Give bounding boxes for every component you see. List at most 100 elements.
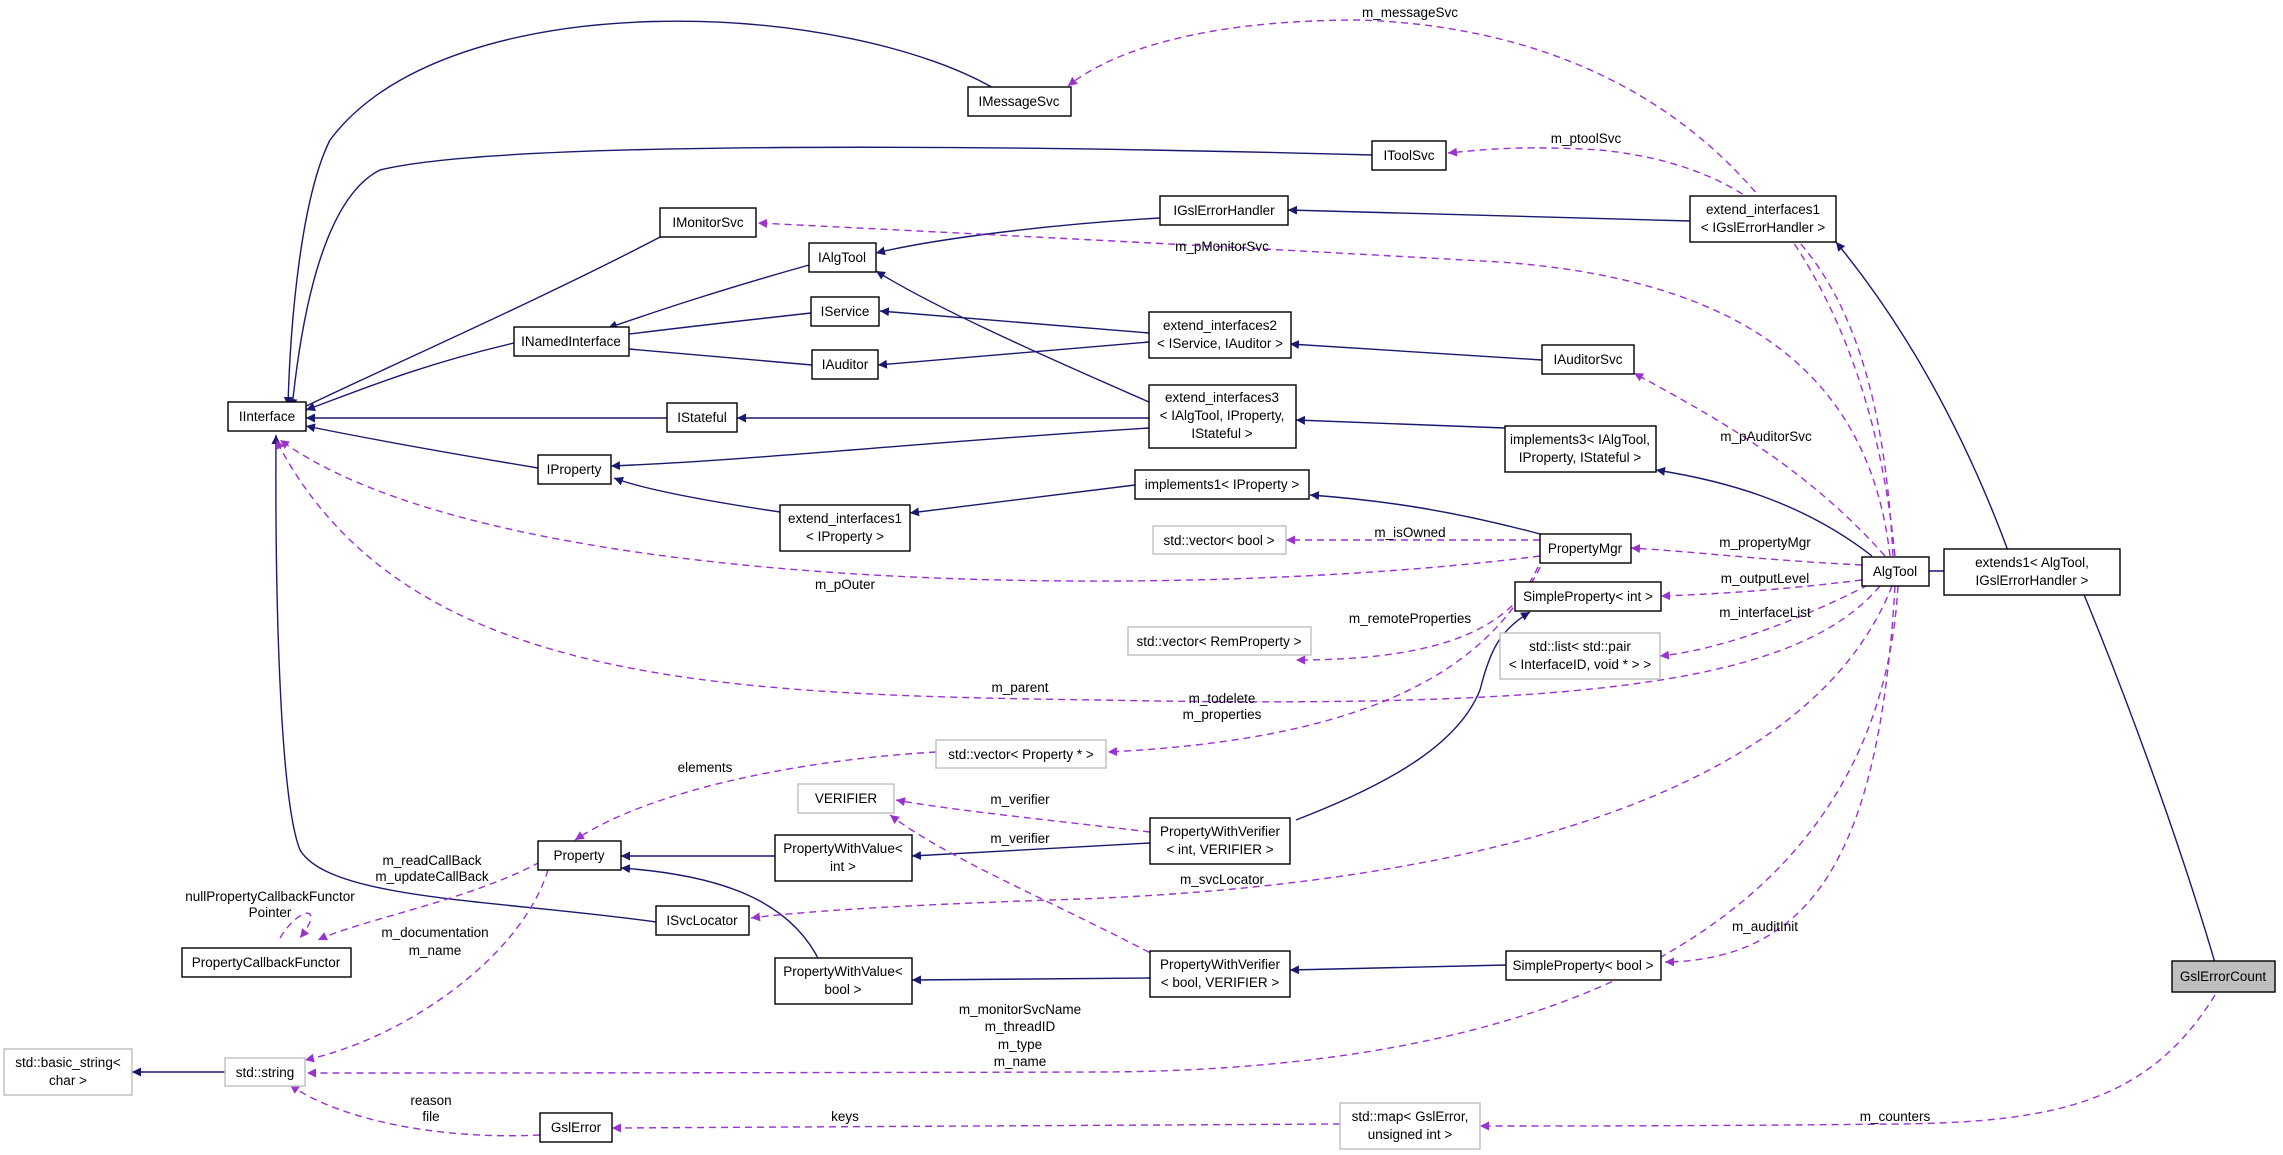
node-istateful[interactable]: IStateful [666, 402, 738, 433]
node-basic-string-line2: char > [49, 1073, 87, 1088]
node-implements3-line1: implements3< IAlgTool, [1510, 432, 1650, 447]
node-propertywithvalue-int[interactable]: PropertyWithValue< int > [774, 834, 913, 882]
node-extendinterfaces1-prop[interactable]: extend_interfaces1 < IProperty > [779, 504, 911, 552]
label-m-todelete: m_todelete [1189, 691, 1256, 706]
node-implements3[interactable]: implements3< IAlgTool, IProperty, IState… [1504, 425, 1657, 473]
node-map-gslerror[interactable]: std::map< GslError, unsigned int > [1339, 1102, 1481, 1150]
label-pointer: Pointer [249, 905, 292, 920]
node-imessagesvc[interactable]: IMessageSvc [967, 86, 1072, 117]
node-std-string[interactable]: std::string [224, 1057, 306, 1087]
node-gslerrorcount[interactable]: GslErrorCount [2171, 960, 2276, 993]
edge-extinterfaces3-iproperty [610, 427, 1150, 471]
node-propertywithvalue-bool[interactable]: PropertyWithValue< bool > [774, 957, 913, 1005]
node-propertycallbackfunctor-label: PropertyCallbackFunctor [192, 955, 341, 970]
usage-edges [275, 19, 2216, 1137]
label-m-readcallback: m_readCallBack [382, 853, 481, 868]
label-m-interfacelist: m_interfaceList [1719, 605, 1811, 620]
edge-ialgtool-inamedinterface [607, 264, 810, 330]
label-m-counters: m_counters [1860, 1109, 1931, 1124]
node-propertywithvalue-int-line2: int > [830, 859, 856, 874]
node-extendinterfaces2[interactable]: extend_interfaces2 < IService, IAuditor … [1148, 311, 1292, 359]
node-inamedinterface[interactable]: INamedInterface [513, 326, 630, 357]
label-m-threadid: m_threadID [985, 1019, 1056, 1034]
edge-propertymgr-vectorremproperty [1295, 555, 1546, 665]
node-simpleproperty-int[interactable]: SimpleProperty< int > [1514, 581, 1662, 612]
node-iinterface-label: IInterface [239, 409, 295, 424]
edge-propertymgr-implements1 [1309, 491, 1541, 535]
node-propertycallbackfunctor[interactable]: PropertyCallbackFunctor [181, 947, 352, 978]
node-verifier[interactable]: VERIFIER [797, 783, 895, 814]
node-extendinterfaces3-line2: < IAlgTool, IProperty, [1160, 408, 1285, 423]
node-property[interactable]: Property [537, 840, 622, 871]
node-igslerrorhandler-label: IGslErrorHandler [1173, 203, 1275, 218]
edge-labels: m_messageSvc m_ptoolSvc m_pMonitorSvc m_… [185, 5, 1930, 1124]
node-simpleproperty-bool-label: SimpleProperty< bool > [1512, 958, 1653, 973]
node-ialgtool[interactable]: IAlgTool [808, 242, 877, 273]
edge-algtool-implements3 [1655, 466, 1873, 557]
label-m-remoteproperties: m_remoteProperties [1349, 611, 1472, 626]
node-implements1[interactable]: implements1< IProperty > [1134, 469, 1310, 500]
node-verifier-label: VERIFIER [815, 791, 878, 806]
node-extendinterfaces3-line3: IStateful > [1191, 426, 1252, 441]
node-vector-bool[interactable]: std::vector< bool > [1152, 525, 1287, 555]
edge-iproperty-iinterface [305, 423, 539, 469]
edge-property-propertycallbackfunctor [317, 861, 541, 941]
edge-propertywithverifierbool-propertywithvaluebool [911, 975, 1151, 985]
node-extendinterfaces1-gsl-line2: < IGslErrorHandler > [1701, 220, 1826, 235]
node-iproperty[interactable]: IProperty [537, 454, 612, 485]
edge-algtool-isvclocator [750, 585, 1893, 922]
edge-algtool-stdstring [306, 585, 1899, 1078]
node-vector-remproperty[interactable]: std::vector< RemProperty > [1127, 626, 1312, 656]
node-imessagesvc-label: IMessageSvc [978, 94, 1059, 109]
node-iservice[interactable]: IService [810, 296, 880, 327]
edge-propertymgr-iinterface [279, 439, 1541, 582]
node-isvclocator[interactable]: ISvcLocator [655, 905, 750, 936]
node-vector-property-label: std::vector< Property * > [948, 747, 1094, 762]
edge-iservice-inamedinterface [605, 312, 812, 341]
node-igslerrorhandler[interactable]: IGslErrorHandler [1159, 195, 1289, 226]
node-propertywithverifier-bool[interactable]: PropertyWithVerifier < bool, VERIFIER > [1149, 950, 1291, 998]
edge-algtool-iinterface [275, 439, 1881, 703]
edge-propertywithverifierint-verifier [895, 797, 1151, 833]
label-file: file [422, 1109, 439, 1124]
node-basic-string[interactable]: std::basic_string< char > [3, 1048, 133, 1096]
edge-extinterfaces1gsl-igslerrorhandler [1287, 205, 1691, 222]
node-iauditorsvc[interactable]: IAuditorSvc [1541, 344, 1635, 375]
node-vector-property[interactable]: std::vector< Property * > [935, 739, 1107, 769]
node-extendinterfaces3[interactable]: extend_interfaces3 < IAlgTool, IProperty… [1148, 384, 1297, 449]
edge-gslerrorcount-mapgslerror [1479, 994, 2216, 1131]
label-m-parent: m_parent [991, 680, 1048, 695]
edge-iauditor-inamedinterface [605, 343, 813, 366]
node-list-pair[interactable]: std::list< std::pair < InterfaceID, void… [1499, 632, 1661, 680]
label-m-monitorsvcname: m_monitorSvcName [959, 1002, 1081, 1017]
node-std-string-label: std::string [236, 1065, 295, 1080]
node-algtool[interactable]: AlgTool [1861, 556, 1930, 587]
node-propertymgr[interactable]: PropertyMgr [1539, 533, 1632, 564]
node-iauditor-label: IAuditor [822, 357, 869, 372]
node-gslerrorcount-label: GslErrorCount [2180, 969, 2267, 984]
label-m-verifier-top: m_verifier [990, 792, 1050, 807]
edge-iauditorsvc-extendinterfaces2 [1289, 340, 1543, 361]
edge-mapgslerror-gslerror [611, 1123, 1341, 1133]
label-m-name-algtool: m_name [994, 1054, 1047, 1069]
node-extendinterfaces1-gsl[interactable]: extend_interfaces1 < IGslErrorHandler > [1689, 195, 1837, 243]
node-propertywithverifier-int[interactable]: PropertyWithVerifier < int, VERIFIER > [1149, 817, 1291, 865]
label-m-ptoolsvc: m_ptoolSvc [1551, 131, 1622, 146]
label-m-auditinit: m_auditInit [1732, 919, 1798, 934]
node-simpleproperty-bool[interactable]: SimpleProperty< bool > [1505, 950, 1662, 981]
edge-igslerrorhandler-ialgtool [875, 217, 1161, 256]
node-itoolsvc[interactable]: IToolSvc [1371, 140, 1447, 171]
edge-extinterfaces1prop-iproperty [613, 477, 781, 513]
node-iinterface[interactable]: IInterface [227, 401, 307, 432]
node-propertymgr-label: PropertyMgr [1548, 541, 1623, 556]
edge-simplepropertybool-propertywithverifierbool [1289, 964, 1507, 975]
node-map-gslerror-line2: unsigned int > [1368, 1127, 1453, 1142]
node-algtool-label: AlgTool [1873, 564, 1917, 579]
node-gslerror[interactable]: GslError [539, 1112, 613, 1143]
node-extends1[interactable]: extends1< AlgTool, IGslErrorHandler > [1943, 548, 2121, 596]
edge-inamedinterface-iinterface [305, 342, 515, 412]
node-iauditor[interactable]: IAuditor [811, 349, 879, 380]
node-imonitorsvc[interactable]: IMonitorSvc [659, 207, 757, 238]
node-inamedinterface-label: INamedInterface [521, 334, 621, 349]
label-elements: elements [678, 760, 733, 775]
